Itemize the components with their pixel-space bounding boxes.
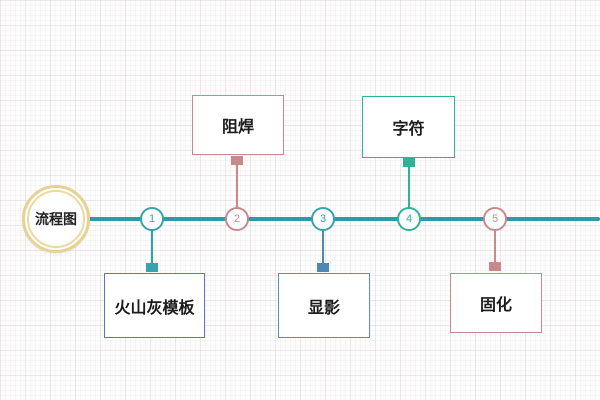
milestone-number-4: 4 — [405, 213, 413, 225]
flowchart-title-badge: 流程图 — [22, 185, 90, 253]
connector-station-1 — [151, 229, 153, 269]
connector-station-2 — [236, 160, 238, 209]
milestone-number-5: 5 — [491, 213, 499, 225]
process-box-solder-mask: 阻焊 — [192, 95, 284, 155]
milestone-number-2: 2 — [233, 213, 241, 225]
arrow-down-icon — [317, 263, 329, 272]
flowchart-title-label: 流程图 — [27, 190, 85, 248]
milestone-node-3: 3 — [311, 207, 335, 231]
milestone-number-1: 1 — [148, 213, 156, 225]
connector-station-5 — [494, 229, 496, 268]
milestone-number-3: 3 — [319, 213, 327, 225]
process-box-curing: 固化 — [450, 273, 542, 333]
process-box-volcanic-ash-template: 火山灰模板 — [104, 273, 205, 338]
process-box-developing: 显影 — [278, 273, 370, 338]
milestone-node-4: 4 — [397, 207, 421, 231]
timeline-line — [88, 217, 600, 221]
process-box-label: 固化 — [479, 297, 512, 314]
arrow-up-icon — [403, 158, 415, 167]
process-box-label: 阻焊 — [221, 119, 254, 136]
milestone-node-5: 5 — [483, 207, 507, 231]
connector-station-4 — [408, 163, 410, 209]
arrow-down-icon — [489, 262, 501, 271]
milestone-node-2: 2 — [225, 207, 249, 231]
milestone-node-1: 1 — [140, 207, 164, 231]
arrow-down-icon — [146, 263, 158, 272]
process-box-silkscreen: 字符 — [362, 96, 455, 158]
process-box-label: 显影 — [307, 299, 340, 317]
process-box-label: 字符 — [392, 121, 425, 138]
arrow-up-icon — [231, 156, 243, 165]
process-box-label: 火山灰模板 — [114, 299, 195, 317]
connector-station-3 — [322, 229, 324, 269]
